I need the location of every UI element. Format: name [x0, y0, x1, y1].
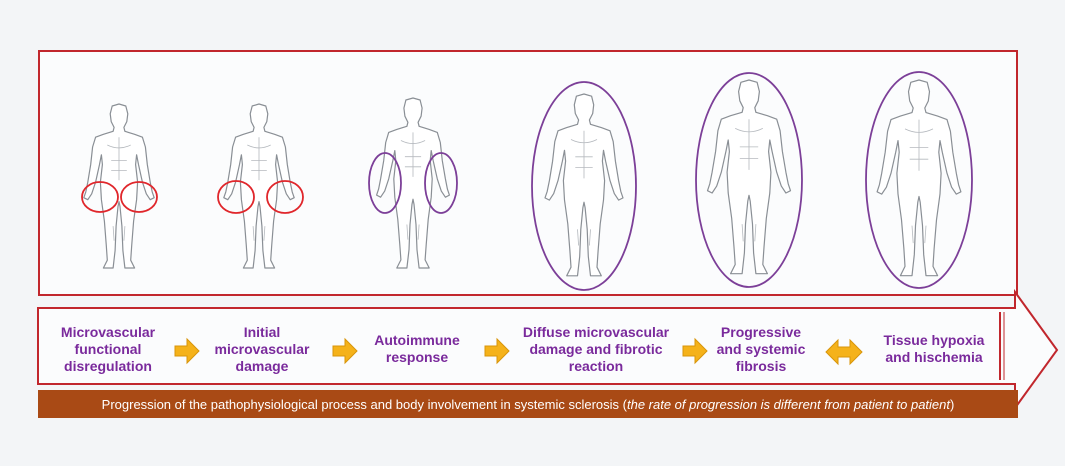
stage-3-line-2: response	[374, 349, 460, 366]
caption-main: Progression of the pathophysiological pr…	[102, 397, 627, 412]
stage-2-line-2: microvascular	[215, 341, 310, 358]
stage-5-line-2: and systemic	[717, 341, 806, 358]
stage-3-line-1: Autoimmune	[374, 332, 460, 349]
caption-bar: Progression of the pathophysiological pr…	[38, 390, 1018, 418]
stage-1-line-1: Microvascular	[61, 324, 155, 341]
stage-4-line-1: Diffuse microvascular	[523, 324, 669, 341]
stage-4-line-2: damage and fibrotic	[523, 341, 669, 358]
stage-2-line-1: Initial	[215, 324, 310, 341]
caption-end: )	[950, 397, 954, 412]
stage-5-line-3: fibrosis	[717, 358, 806, 375]
stage-1-line-3: disregulation	[61, 358, 155, 375]
caption-italic: the rate of progression is different fro…	[627, 397, 950, 412]
stage-4-line-3: reaction	[523, 358, 669, 375]
stage-2-line-3: damage	[215, 358, 310, 375]
stage-5-line-1: Progressive	[717, 324, 806, 341]
stage-6-line-2: and hischemia	[884, 349, 985, 366]
stage-6-line-1: Tissue hypoxia	[884, 332, 985, 349]
stage-1-line-2: functional	[61, 341, 155, 358]
